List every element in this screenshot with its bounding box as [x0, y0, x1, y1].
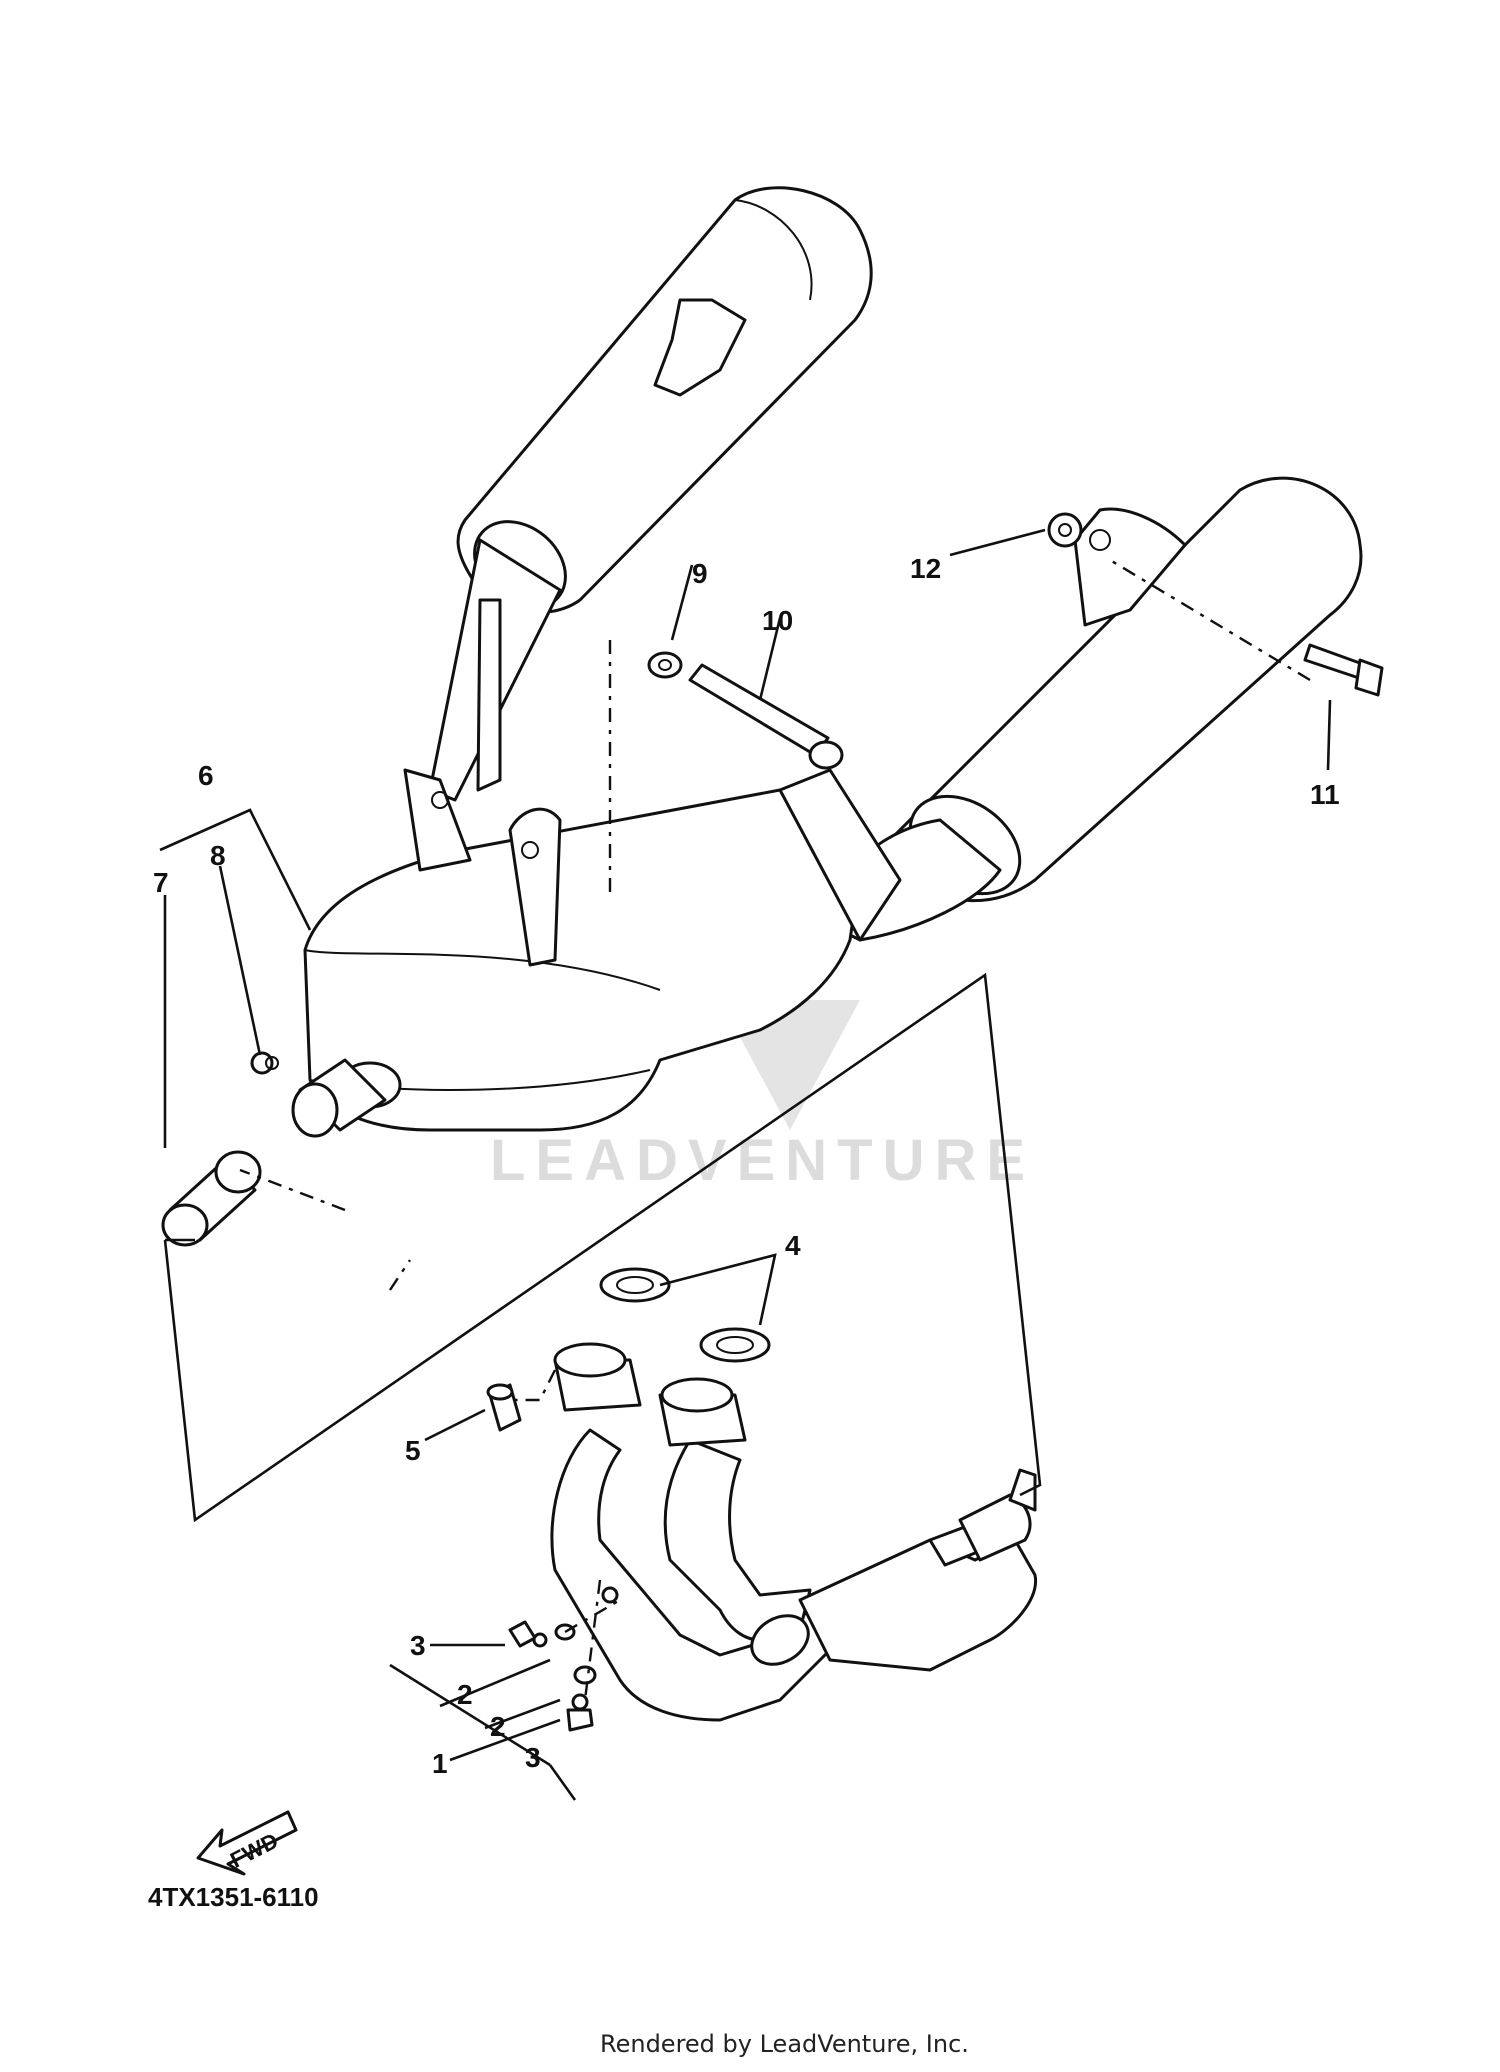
leader-lines: [159, 528, 1332, 1801]
callout-2a: 2: [457, 1679, 473, 1710]
seal-part-7: [161, 1150, 262, 1247]
callout-5: 5: [405, 1435, 421, 1466]
callout-3b: 3: [525, 1742, 541, 1773]
washer-part-9: [647, 651, 683, 679]
callout-8: 8: [210, 840, 226, 871]
gasket-part-4b: [699, 1327, 771, 1363]
callout-6: 6: [198, 760, 214, 791]
gasket-part-4a: [599, 1267, 671, 1303]
damper-part-8: [250, 1051, 279, 1075]
bolt-part-10: [688, 663, 844, 770]
alignment-lines: [239, 558, 1311, 1701]
callout-4: 4: [785, 1230, 801, 1261]
callout-3a: 3: [410, 1630, 426, 1661]
forward-arrow: FWD: [196, 1810, 298, 1876]
callout-10: 10: [762, 605, 793, 636]
exhaust-pipe-assembly: [550, 1342, 1037, 1722]
diagram-code: 4TX1351-6110: [148, 1882, 319, 1912]
right-muffler: [818, 476, 1363, 942]
callout-labels: 1 2 2 3 3 4 5 6 7 8 9 10 11 12: [153, 553, 1340, 1779]
callout-11: 11: [1310, 779, 1340, 810]
callout-12: 12: [910, 553, 941, 584]
muffler-chamber: [303, 768, 902, 1132]
collar-part-5: [486, 1383, 522, 1432]
bolt-part-11: [1303, 643, 1384, 697]
outlet-pipe: [291, 1058, 402, 1138]
hardware-parts-1-3: [508, 1586, 619, 1732]
callout-2b: 2: [490, 1711, 506, 1742]
callout-7: 7: [153, 867, 169, 898]
footer-credit: Rendered by LeadVenture, Inc.: [600, 2030, 969, 2058]
callout-9: 9: [692, 558, 708, 589]
watermark-text: LEADVENTURE: [490, 1128, 1035, 1193]
upper-muffler: [428, 186, 873, 802]
nut-part-12: [1047, 512, 1083, 548]
callout-1: 1: [432, 1748, 448, 1779]
